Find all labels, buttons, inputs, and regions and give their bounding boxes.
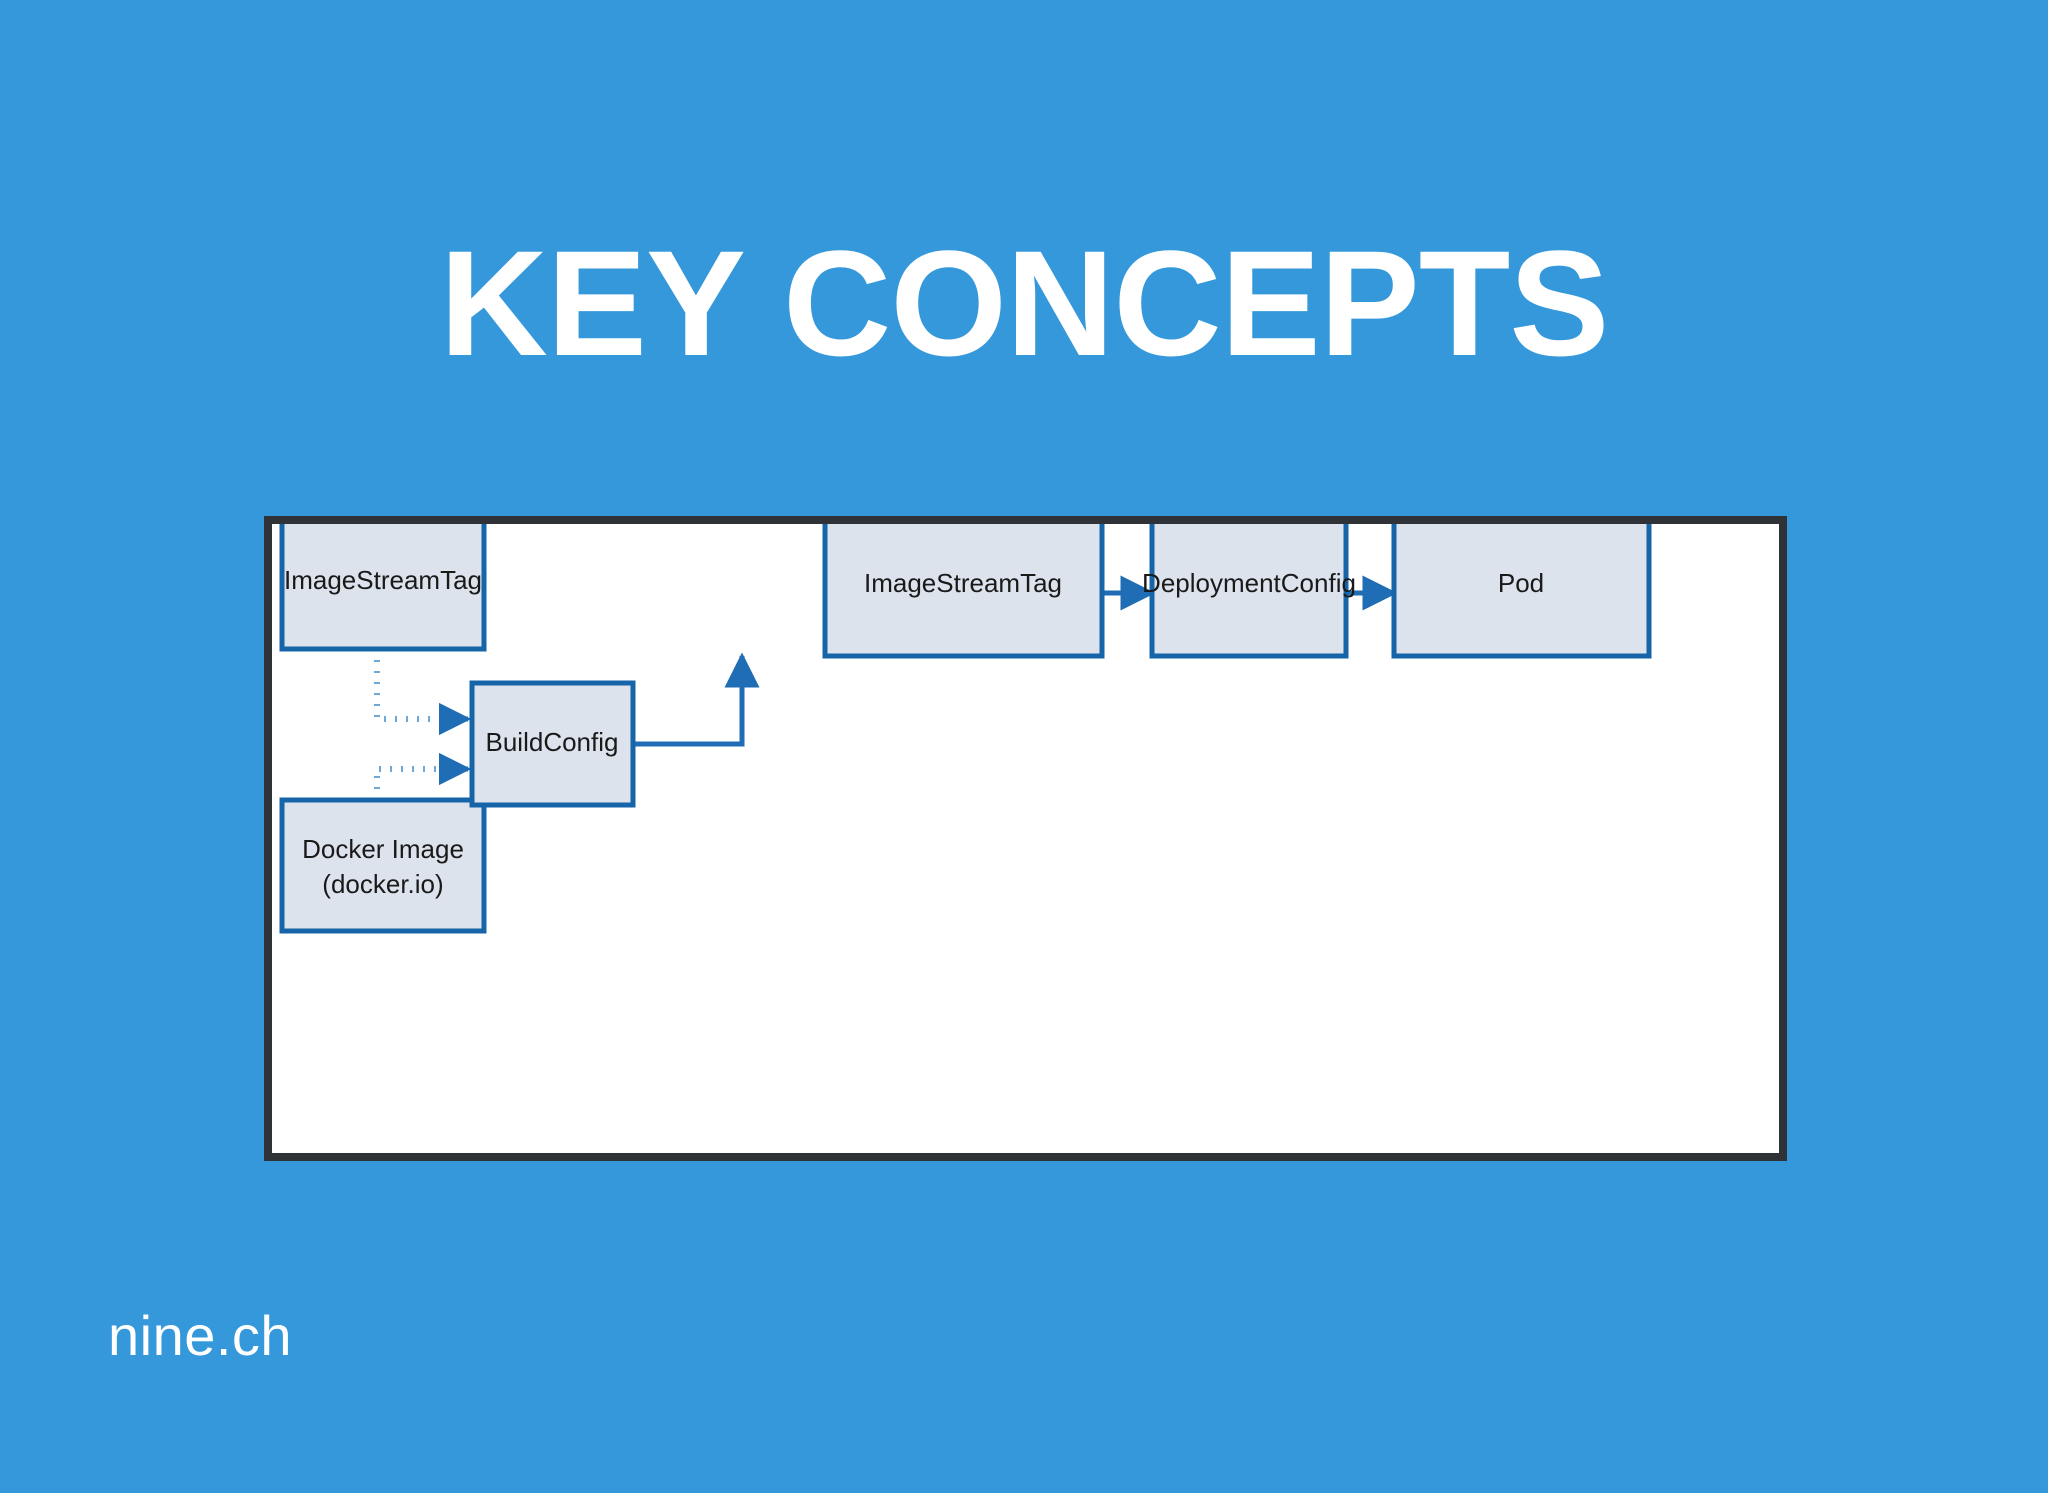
page-title: KEY CONCEPTS	[439, 219, 1610, 387]
node-pod[interactable]: Pod	[1391, 524, 1652, 659]
node-deploymentconfig[interactable]: DeploymentConfig	[1142, 524, 1356, 659]
node-buildconfig[interactable]: BuildConfig	[469, 680, 636, 808]
edge-imagestreamtag-source-to-buildconfig	[374, 649, 472, 736]
node-imagestreamtag-output-label: ImageStreamTag	[864, 568, 1062, 598]
node-imagestreamtag-source-label: ImageStreamTag	[284, 565, 482, 595]
node-docker-image-sublabel: (docker.io)	[322, 869, 443, 899]
node-docker-image[interactable]: Docker Image (docker.io)	[279, 797, 487, 934]
edge-docker-image-to-buildconfig	[374, 752, 472, 800]
openshift-concepts-diagram: ImageStreamTag Docker Image (docker.io) …	[279, 524, 1652, 934]
node-buildconfig-label: BuildConfig	[486, 727, 619, 757]
edge-buildconfig-to-imagestreamtag-output	[632, 652, 760, 747]
node-pod-label: Pod	[1498, 568, 1544, 598]
node-deploymentconfig-label: DeploymentConfig	[1142, 568, 1356, 598]
node-docker-image-label: Docker Image	[302, 834, 464, 864]
node-imagestreamtag-source[interactable]: ImageStreamTag	[279, 524, 487, 652]
brand-logo: nine.ch	[108, 1304, 293, 1367]
diagram-frame: ImageStreamTag Docker Image (docker.io) …	[264, 516, 1787, 1161]
node-imagestreamtag-output[interactable]: ImageStreamTag	[822, 524, 1105, 659]
